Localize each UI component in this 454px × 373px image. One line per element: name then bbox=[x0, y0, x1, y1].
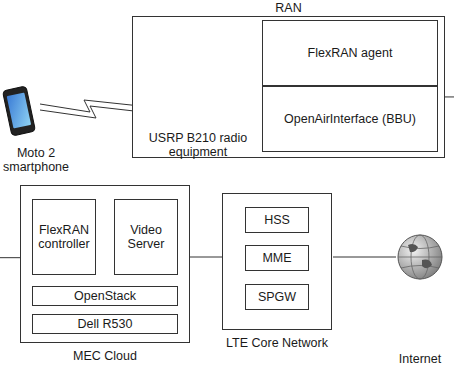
bbu-box: OpenAirInterface (BBU) bbox=[262, 86, 438, 152]
box-label: FlexRAN agent bbox=[263, 21, 437, 85]
box-label: FlexRAN controller bbox=[33, 200, 95, 274]
hss-box: HSS bbox=[245, 207, 309, 233]
box-label: MME bbox=[246, 246, 308, 270]
box-label: SPGW bbox=[246, 285, 308, 309]
openstack-box: OpenStack bbox=[32, 286, 178, 306]
smartphone-icon bbox=[2, 86, 35, 136]
server-box: Video Server bbox=[114, 199, 178, 275]
device-label: Moto 2 smartphone bbox=[0, 146, 72, 175]
group-heading: RAN bbox=[113, 1, 454, 15]
controller-box: FlexRAN controller bbox=[32, 199, 96, 275]
mec-box: MEC CloudFlexRAN controllerVideo ServerO… bbox=[20, 185, 190, 343]
connector-line bbox=[190, 257, 222, 258]
internet-wire bbox=[333, 257, 396, 258]
hardware-box: Dell R530 bbox=[32, 314, 178, 334]
globe-icon bbox=[398, 235, 442, 279]
cloud-label: Internet bbox=[390, 352, 450, 366]
spgw-box: SPGW bbox=[245, 284, 309, 310]
group-heading: LTE Core Network bbox=[203, 336, 351, 350]
group-heading: MEC Cloud bbox=[1, 349, 209, 363]
radio-label: USRP B210 radio equipment bbox=[138, 131, 258, 160]
box-label: OpenStack bbox=[33, 287, 177, 305]
box-label: Video Server bbox=[115, 200, 177, 274]
box-label: HSS bbox=[246, 208, 308, 232]
box-label: OpenAirInterface (BBU) bbox=[263, 87, 437, 151]
box-label: Dell R530 bbox=[33, 315, 177, 333]
mme-box: MME bbox=[245, 245, 309, 271]
core-box: LTE Core NetworkHSSMMESPGW bbox=[222, 193, 332, 330]
agent-box: FlexRAN agent bbox=[262, 20, 438, 86]
